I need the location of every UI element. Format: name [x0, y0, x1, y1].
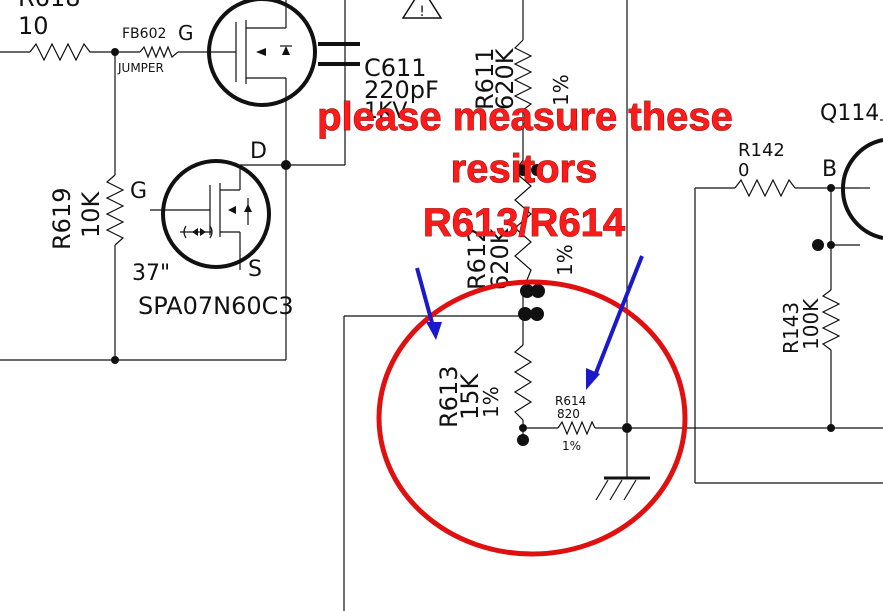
r611-tol: 1%	[549, 74, 573, 106]
r614-value: 820	[557, 407, 580, 421]
r143-value: 100K	[799, 298, 823, 350]
r142-ref: R142	[738, 140, 785, 161]
arrow-to-r613-icon	[426, 322, 442, 340]
q-drain-label: D	[250, 139, 267, 164]
r619-resistor	[105, 174, 125, 246]
q-angle-label: 37"	[132, 261, 170, 286]
r611-ref: R611	[471, 48, 499, 110]
q-part-number: SPA07N60C3	[138, 292, 294, 320]
r614-resistor	[557, 420, 596, 436]
r143-resistor	[821, 289, 841, 351]
fb602-jumper	[139, 45, 179, 59]
r612-value: 620K	[486, 227, 514, 290]
q114-ref: Q114	[820, 101, 879, 126]
r612-resistor	[514, 159, 532, 291]
r613-tol: 1%	[479, 386, 503, 418]
ground-symbol	[595, 476, 650, 501]
component-labels: R618 10 FB602 G JUMPER C611 220pF 1KV R6…	[18, 0, 879, 453]
r613-value: 15K	[456, 372, 484, 420]
annotation-line-3: R613/R614	[423, 201, 626, 245]
annotation-line-2: resitors	[451, 147, 598, 191]
r611-value: 620K	[491, 47, 519, 110]
blue-arrows	[415, 255, 644, 390]
c611-ref: C611	[364, 54, 427, 82]
r143-ref: R143	[779, 302, 803, 354]
c611-volt: 1KV	[364, 99, 407, 124]
mosfet-top	[195, 0, 317, 108]
annotation-text: please measure these resitors R613/R614	[317, 95, 734, 246]
r618-resistor	[29, 42, 95, 62]
resistors	[29, 39, 841, 436]
gate-top-label: G	[178, 21, 194, 45]
fb602-ref: FB602	[122, 26, 166, 42]
r612-tol: 1%	[553, 244, 577, 276]
c611-capacitor	[318, 42, 360, 66]
r142-resistor	[734, 178, 796, 198]
r619-ref: R619	[48, 188, 76, 250]
r612-ref: R612	[463, 228, 491, 290]
r613-resistor	[513, 344, 533, 421]
r614-tol: 1%	[562, 439, 581, 453]
r618-ref: R618	[18, 0, 80, 12]
junction-dots	[111, 48, 835, 446]
r619-value: 10K	[77, 190, 105, 238]
q-gate-label: G	[130, 179, 147, 204]
r618-value: 10	[18, 12, 49, 40]
r613-ref: R613	[435, 366, 463, 428]
r142-value: 0	[738, 160, 749, 181]
mosfet-lower	[150, 159, 286, 270]
r611-resistor	[513, 39, 533, 111]
base-label: B	[822, 157, 837, 182]
q-source-label: S	[248, 257, 262, 282]
arrow-to-r614-icon	[586, 368, 600, 390]
warning-icon: !	[401, 0, 443, 20]
svg-text:!: !	[419, 4, 425, 20]
highlight-circle	[376, 279, 688, 557]
q114-transistor	[840, 138, 883, 240]
fb602-note: JUMPER	[117, 61, 164, 75]
r614-ref: R614	[555, 394, 586, 408]
annotation-line-1: please measure these	[317, 95, 733, 139]
c611-value: 220pF	[364, 76, 439, 104]
